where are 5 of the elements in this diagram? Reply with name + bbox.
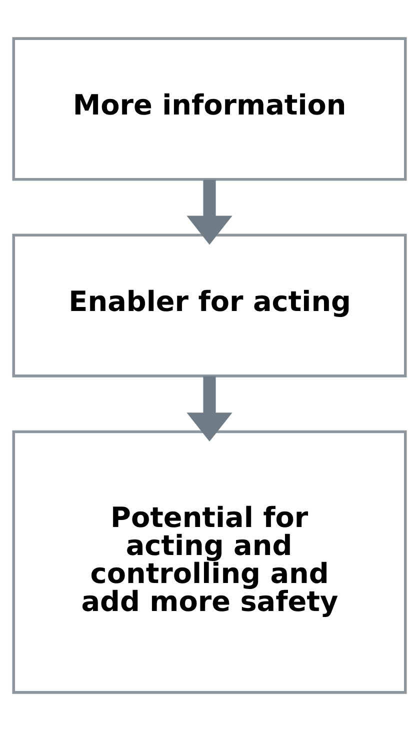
- arrow: [186, 376, 232, 442]
- node-box: Enabler for acting: [12, 234, 407, 378]
- node-box: More information: [12, 37, 407, 181]
- node-box: Potential for acting and controlling and add more safety: [12, 430, 407, 694]
- arrow: [186, 180, 232, 245]
